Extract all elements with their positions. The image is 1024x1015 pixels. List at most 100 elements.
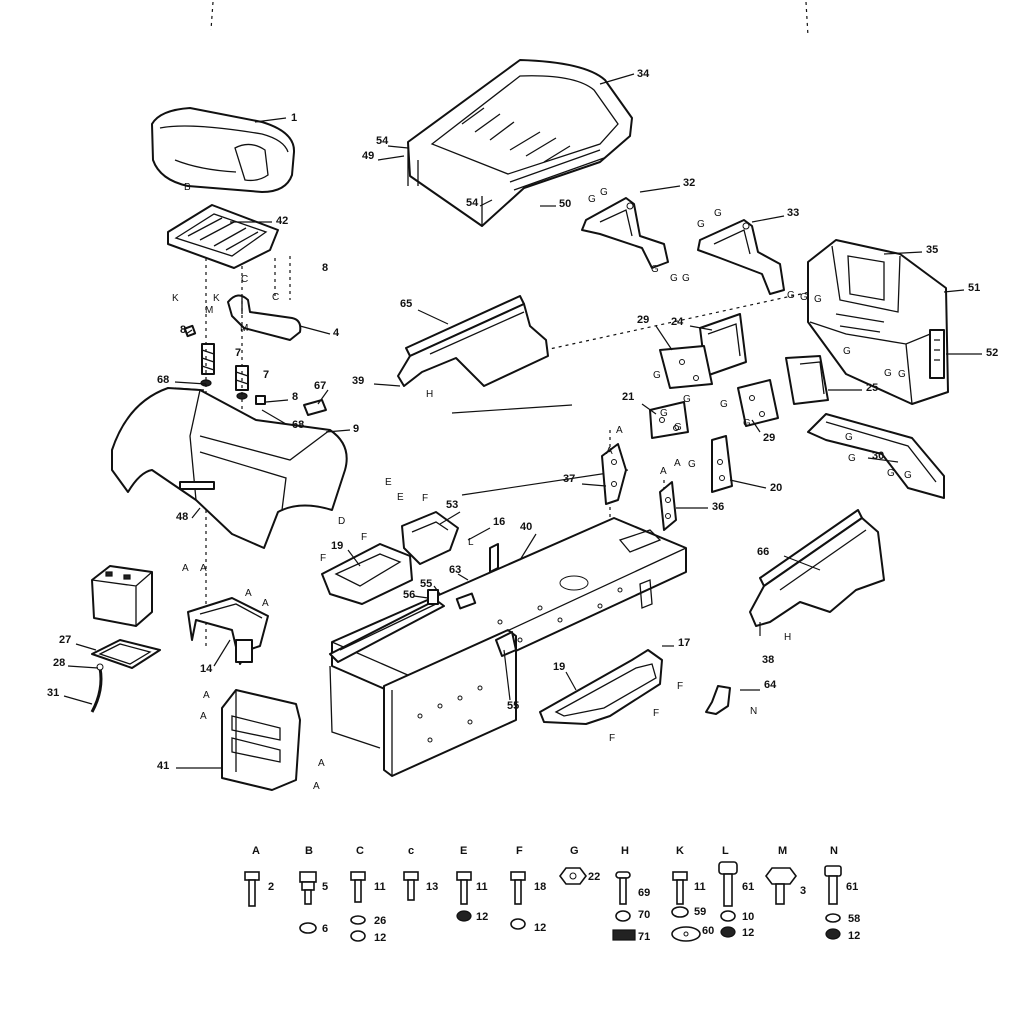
battery-tray <box>187 597 269 665</box>
side-rail-right <box>749 509 885 627</box>
dash-panel <box>807 239 949 405</box>
part-callout-c67: 67 <box>314 380 326 392</box>
hardware-letter-mark: G <box>651 264 659 275</box>
legend-part: 12 <box>848 930 860 942</box>
hardware-letter-mark: A <box>674 458 681 469</box>
part-callout-c19a: 19 <box>331 540 343 552</box>
hardware-letter-mark: G <box>887 468 895 479</box>
footrest-left <box>321 511 499 663</box>
hood <box>407 59 633 227</box>
part-callout-c33: 33 <box>787 207 799 219</box>
part-callout-c27: 27 <box>59 634 71 646</box>
seat <box>151 107 296 193</box>
legend-part: 12 <box>534 922 546 934</box>
legend-letter-F: F <box>516 845 523 857</box>
hardware-letter-mark: G <box>688 459 696 470</box>
hardware-letter-mark: G <box>845 432 853 443</box>
part-callout-c8a: 8 <box>322 262 328 274</box>
part-callout-c7a: 7 <box>235 347 241 359</box>
part-callout-c48: 48 <box>176 511 188 523</box>
hardware-legend: A 2 B 5 6 C 11 26 12 ᴄ <box>244 845 860 944</box>
part-callout-c68b: 68 <box>292 419 304 431</box>
part-callout-c66: 66 <box>757 546 769 558</box>
seat-bracket <box>227 294 302 341</box>
hardware-letter-mark: G <box>683 394 691 405</box>
legend-part: 2 <box>268 881 274 893</box>
leader-lines <box>63 73 982 769</box>
part-callout-c16: 16 <box>493 516 505 528</box>
part-callout-c68a: 68 <box>157 374 169 386</box>
part-callout-c35: 35 <box>926 244 938 256</box>
hardware-letter-mark: H <box>784 632 791 643</box>
legend-part: 71 <box>638 931 650 943</box>
battery <box>91 565 153 627</box>
hardware-letter-mark: A <box>200 711 207 722</box>
legend-part: 60 <box>702 925 714 937</box>
hardware-H: H 69 70 71 <box>612 845 650 943</box>
part-callout-c65: 65 <box>400 298 412 310</box>
hardware-letter-mark: A <box>200 563 207 574</box>
hood-bracket-left <box>581 197 669 269</box>
part-callout-c54a: 54 <box>376 135 389 147</box>
part-callout-c38: 38 <box>762 654 774 666</box>
fender <box>111 387 348 549</box>
part-callout-c4: 4 <box>333 327 340 339</box>
callout-layer: 1477888914161719192021242527282929303132… <box>47 68 998 772</box>
part-callout-c31: 31 <box>47 687 59 699</box>
part-callout-c29a: 29 <box>637 314 649 326</box>
part-callout-c19b: 19 <box>553 661 565 673</box>
hardware-D: ᴄ 13 <box>403 845 438 901</box>
legend-letter-E: E <box>460 845 467 857</box>
hardware-letter-mark: N <box>750 706 757 717</box>
hardware-F: F 18 12 <box>510 845 546 934</box>
part-callout-c25: 25 <box>866 382 878 394</box>
hardware-letter-mark: A <box>203 690 210 701</box>
hardware-letter-mark: A <box>606 446 613 457</box>
hardware-letter-mark: F <box>320 553 326 564</box>
legend-letter-L: L <box>722 845 729 857</box>
hardware-E: E 11 12 <box>456 845 488 923</box>
part-callout-c34: 34 <box>637 68 650 80</box>
legend-part: 10 <box>742 911 754 923</box>
part-callout-c53: 53 <box>446 499 458 511</box>
legend-part: 69 <box>638 887 650 899</box>
hardware-letter-mark: A <box>660 466 667 477</box>
hardware-letter-mark: C <box>272 292 279 303</box>
hardware-C: C 11 26 12 <box>350 845 386 944</box>
scan-marks <box>210 1 809 37</box>
hardware-G: G 22 <box>559 845 600 885</box>
hardware-letter-mark: G <box>814 294 822 305</box>
legend-part: 11 <box>694 881 706 893</box>
hardware-letter-mark: G <box>674 422 682 433</box>
part-callout-c1: 1 <box>291 112 297 124</box>
hardware-letter-mark: G <box>884 368 892 379</box>
hardware-B: B 5 6 <box>299 845 328 935</box>
legend-part: 11 <box>476 881 488 893</box>
legend-letter-G: G <box>570 845 579 857</box>
legend-letter-N: N <box>830 845 838 857</box>
part-callout-c17: 17 <box>678 637 690 649</box>
legend-letter-B: B <box>305 845 313 857</box>
part-callout-c55b: 55 <box>507 700 519 712</box>
part-callout-c8c: 8 <box>292 391 298 403</box>
part-callout-c37: 37 <box>563 473 575 485</box>
hardware-letter-mark: M <box>240 323 248 334</box>
part-callout-c21: 21 <box>622 391 634 403</box>
legend-letter-A: A <box>252 845 260 857</box>
battery-pad <box>91 639 161 669</box>
hardware-letter-mark: L <box>468 537 474 548</box>
hardware-letter-mark: D <box>338 516 345 527</box>
legend-letter-H: H <box>621 845 629 857</box>
legend-part: 22 <box>588 871 600 883</box>
hardware-letter-mark: G <box>714 208 722 219</box>
legend-letter-K: K <box>676 845 684 857</box>
part-callout-c8b: 8 <box>180 324 186 336</box>
hardware-letter-mark: G <box>787 290 795 301</box>
hardware-letter-mark: H <box>426 389 433 400</box>
hardware-letter-mark: A <box>262 598 269 609</box>
part-callout-c63: 63 <box>449 564 461 576</box>
part-callout-c39: 39 <box>352 375 364 387</box>
hardware-letter-mark: E <box>397 492 404 503</box>
hardware-letter-mark: C <box>241 274 248 285</box>
part-callout-c50: 50 <box>559 198 571 210</box>
